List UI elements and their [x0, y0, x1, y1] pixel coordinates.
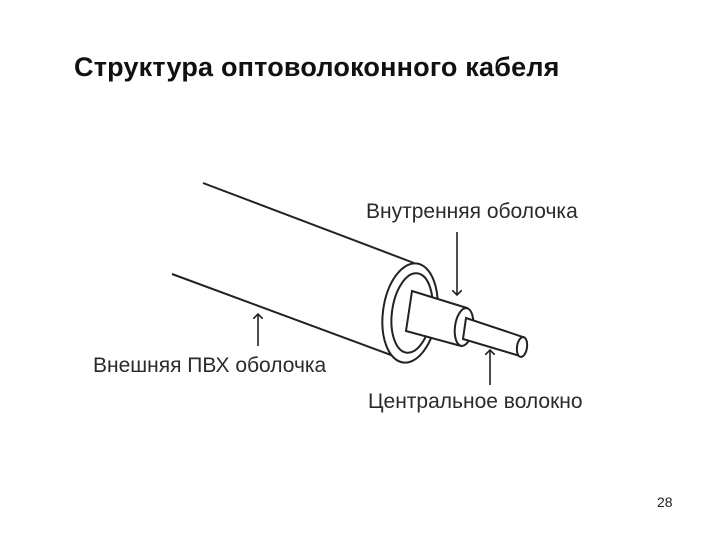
slide-title: Структура оптоволоконного кабеля: [74, 52, 560, 82]
outer-sheath-bottom-edge: [171, 273, 411, 363]
inner-sheath-label: Внутренняя оболочка: [366, 200, 578, 223]
central-fiber-end: [515, 336, 529, 358]
outer-sheath-label: Внешняя ПВХ оболочка: [93, 354, 327, 377]
page-number: 28: [657, 494, 673, 510]
central-fiber-body: [461, 316, 525, 358]
central-fiber: [461, 316, 529, 358]
outer-sheath-top-edge: [202, 182, 415, 264]
central-fiber-label: Центральное волокно: [368, 390, 583, 413]
